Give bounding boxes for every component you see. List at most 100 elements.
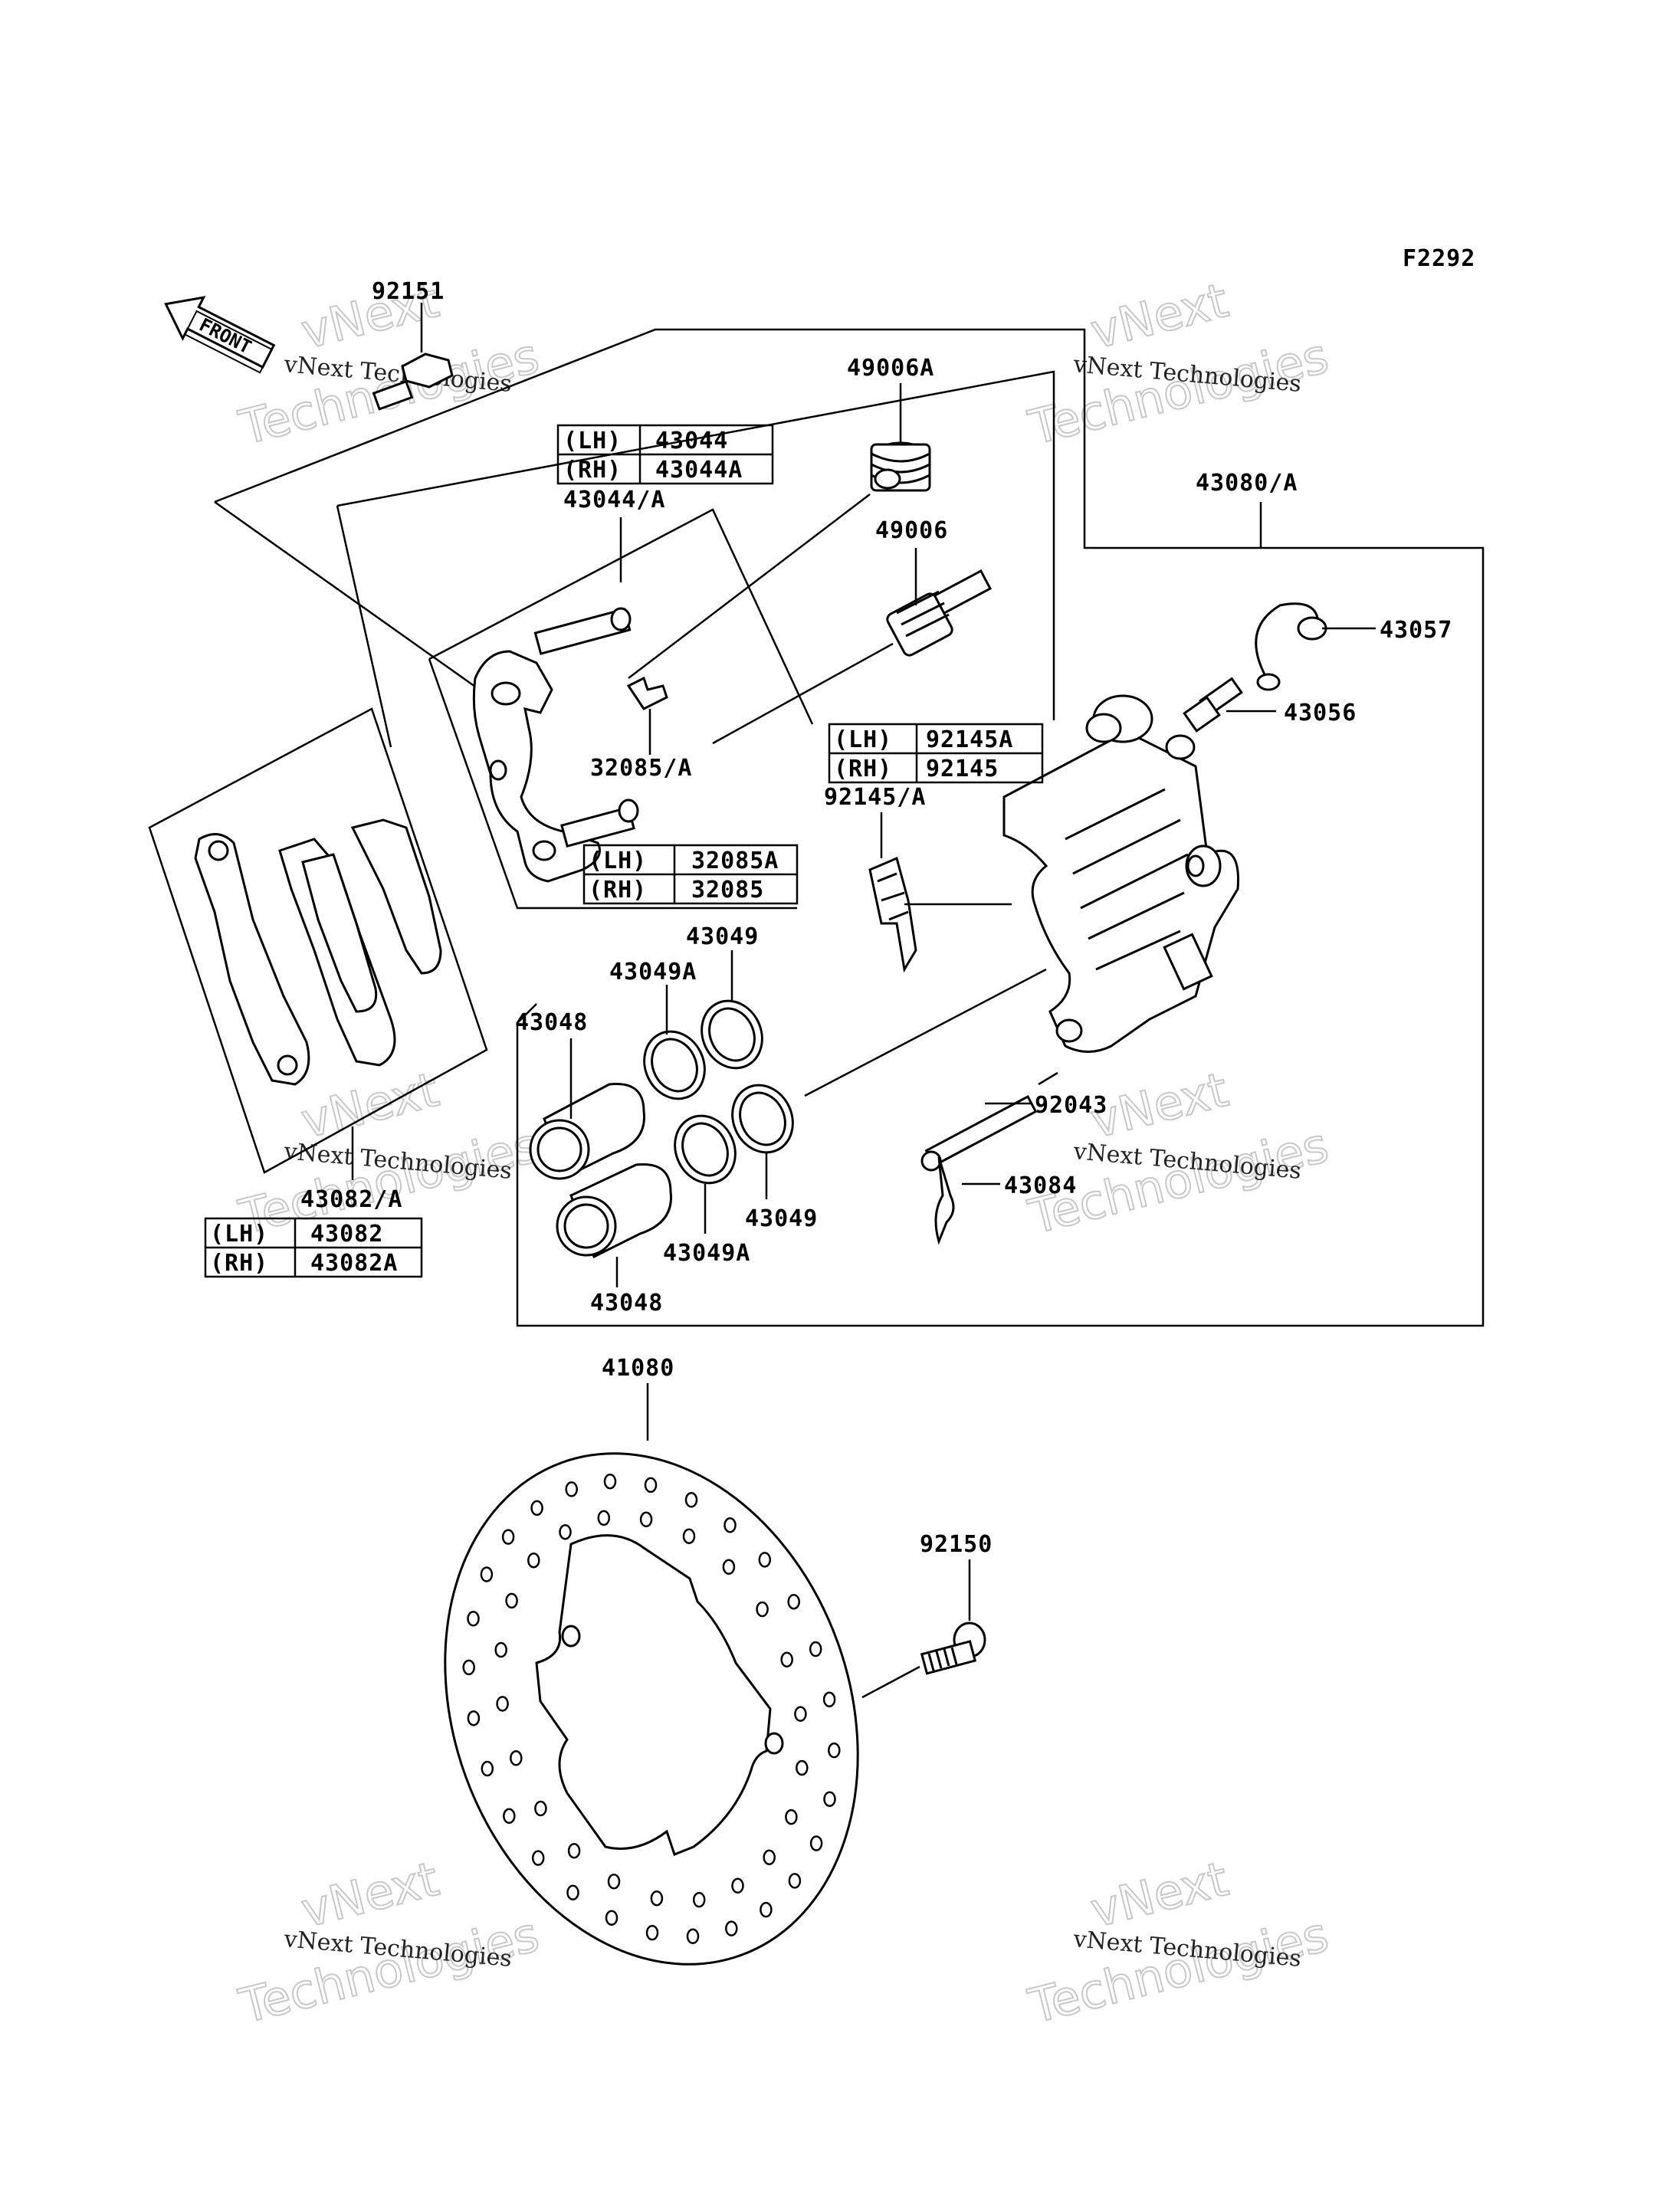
callout-92043: 92043 xyxy=(1035,1092,1107,1119)
disc-hole xyxy=(559,1523,572,1540)
disc-hole xyxy=(501,1529,515,1545)
callout-43057: 43057 xyxy=(1380,617,1452,644)
table-92145-rh-part: 92145 xyxy=(926,756,999,782)
watermark-vnext: vNext xyxy=(296,1851,444,1939)
leader-bracket-upper xyxy=(628,494,871,679)
brake-pads-43082A: 43082/A xyxy=(194,818,442,1213)
seal-43049A-lower: 43049A xyxy=(663,1114,750,1267)
disc-hole xyxy=(467,1611,480,1627)
disc-hole xyxy=(796,1759,809,1776)
bracket-43044A: 43044/A xyxy=(472,487,664,883)
disc-holes xyxy=(462,1473,841,1945)
boot-49006: 49006 xyxy=(875,517,993,657)
disc-hole xyxy=(809,1641,822,1658)
disc-hole xyxy=(756,1601,769,1618)
bleeder-43056: 43056 xyxy=(1183,677,1357,733)
disc-hole xyxy=(760,1901,773,1918)
callout-43049A-bot: 43049A xyxy=(663,1240,750,1267)
disc-hole xyxy=(724,1517,737,1533)
disc-hole xyxy=(722,1559,736,1576)
callout-43056: 43056 xyxy=(1284,700,1357,726)
table-43082-rh: (RH) xyxy=(210,1250,268,1277)
bolt-92150: 92150 xyxy=(861,1531,993,1699)
leader-seals xyxy=(804,968,1047,1097)
disc-hole xyxy=(530,1500,543,1517)
watermark-vnext: vNext xyxy=(1085,1851,1233,1939)
disc-hole xyxy=(684,1492,698,1508)
disc-hole xyxy=(480,1566,494,1582)
leader-bracket-lower xyxy=(712,642,894,745)
disc-hole xyxy=(650,1890,664,1907)
watermark-bottom-left: vNext Technologies vNext Technologies xyxy=(233,1850,545,2035)
disc-hole xyxy=(645,1924,659,1941)
disc-hole xyxy=(692,1891,706,1908)
disc-hole xyxy=(787,1593,800,1610)
table-43044-rh-part: 43044A xyxy=(655,457,743,484)
watermark-top-right: vNext Technologies vNext Technologies xyxy=(1022,271,1334,457)
callout-43048-bot: 43048 xyxy=(590,1290,663,1317)
watermark-bottom-right: vNext Technologies vNext Technologies xyxy=(1022,1850,1334,2035)
seal-43049-lower: 43049 xyxy=(731,1084,817,1232)
disc-hole xyxy=(496,1696,509,1712)
disc-hole xyxy=(607,1874,621,1890)
callout-43080A: 43080/A xyxy=(1196,470,1298,497)
table-92145-lh-part: 92145A xyxy=(926,726,1013,753)
table-92145-lh: (LH) xyxy=(834,726,892,753)
front-arrow-icon: FRONT xyxy=(164,296,276,374)
table-43082-rh-part: 43082A xyxy=(310,1250,398,1277)
callout-92150: 92150 xyxy=(920,1531,993,1558)
disc-hole xyxy=(780,1651,793,1667)
disc-hole xyxy=(788,1873,802,1889)
disc-hole xyxy=(527,1552,540,1569)
table-43044: (LH) 43044 (RH) 43044A xyxy=(556,424,774,485)
callout-32085A: 32085/A xyxy=(590,755,692,782)
callout-43082A: 43082/A xyxy=(300,1186,402,1213)
callout-43084: 43084 xyxy=(1004,1172,1077,1199)
disc-hole xyxy=(597,1510,611,1526)
callout-92145A: 92145/A xyxy=(824,784,926,811)
disc-hole xyxy=(565,1481,578,1497)
watermark-vnext: vNext xyxy=(296,1061,444,1149)
table-32085-lh-part: 32085A xyxy=(691,848,779,874)
disc-hole xyxy=(785,1808,798,1825)
callout-43049-top: 43049 xyxy=(686,923,759,950)
disc-hole xyxy=(828,1742,841,1759)
watermark-vnext: vNext xyxy=(1085,272,1233,360)
disc-hole xyxy=(686,1928,700,1945)
table-92145: (LH) 92145A (RH) 92145 xyxy=(828,723,1044,784)
callout-49006: 49006 xyxy=(875,517,948,544)
pin-92043: 92043 xyxy=(920,1071,1107,1172)
callout-41080: 41080 xyxy=(602,1355,674,1382)
table-43044-rh: (RH) xyxy=(563,457,622,484)
table-43082-lh-part: 43082 xyxy=(310,1221,383,1248)
boot-49006A: 49006A xyxy=(847,355,934,492)
spring-92145A: 92145/A xyxy=(824,784,1012,973)
disc-hole xyxy=(682,1528,696,1544)
disc-hole xyxy=(567,1842,581,1859)
callout-49006A: 49006A xyxy=(847,355,934,382)
table-32085: (LH) 32085A (RH) 32085 xyxy=(582,844,799,905)
seal-43049A-upper: 43049A xyxy=(609,959,706,1100)
disc-hole xyxy=(503,1808,516,1825)
table-92145-rh: (RH) xyxy=(834,756,892,782)
disc-hole xyxy=(467,1710,481,1726)
cap-43057: 43057 xyxy=(1255,602,1452,691)
watermark-mid-right: vNext Technologies vNext Technologies xyxy=(1022,1061,1334,1246)
disc-hole xyxy=(763,1849,776,1866)
table-43044-lh-part: 43044 xyxy=(655,428,728,454)
disc-hole xyxy=(494,1641,507,1658)
disc-hole xyxy=(462,1659,475,1676)
callout-43048-top: 43048 xyxy=(515,1009,588,1036)
table-43082: (LH) 43082 (RH) 43082A xyxy=(204,1217,423,1278)
disc-hole xyxy=(481,1760,494,1777)
brake-disc-41080: 41080 xyxy=(444,1355,859,1966)
disc-hole xyxy=(731,1877,744,1894)
callout-43049A-top: 43049A xyxy=(609,959,697,985)
caliper-body xyxy=(1002,694,1239,1053)
table-43044-lh: (LH) xyxy=(563,428,622,454)
assembly-outline xyxy=(214,328,1485,1327)
disc-hole xyxy=(531,1850,545,1866)
pad-box xyxy=(148,707,488,1174)
